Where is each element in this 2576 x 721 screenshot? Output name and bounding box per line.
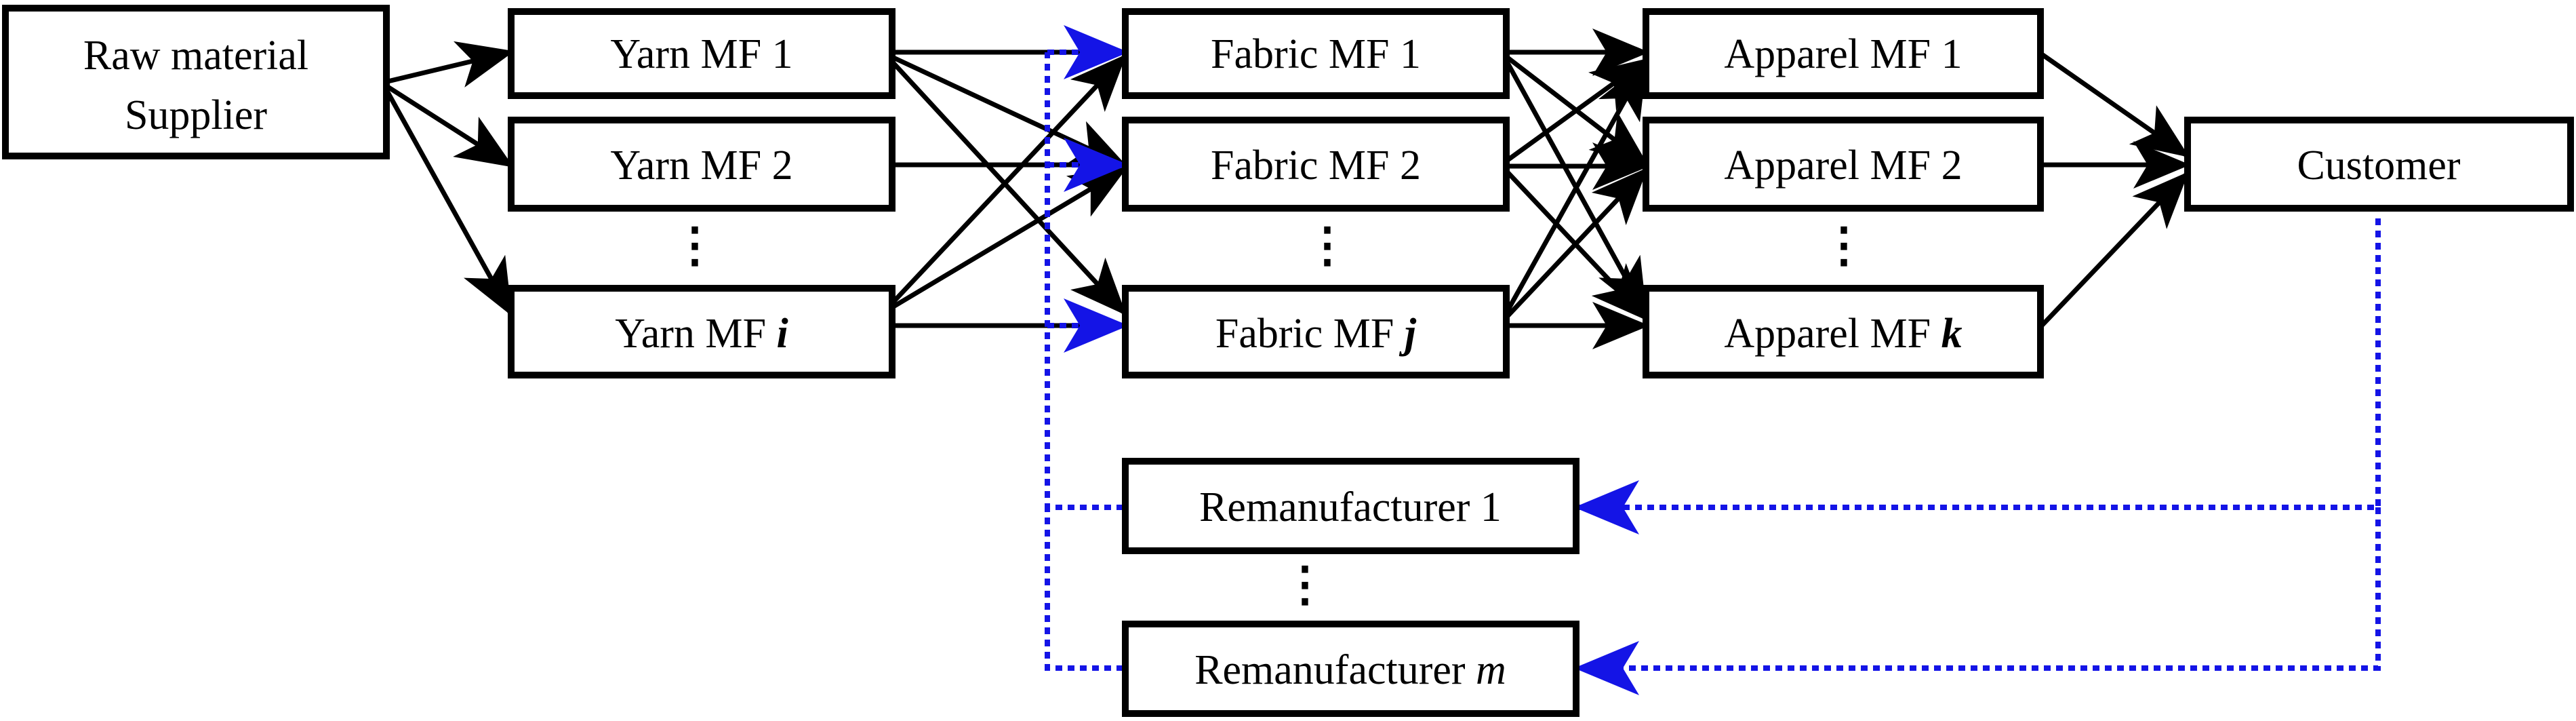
- node-fabric-mf-1: Fabric MF 1: [1122, 8, 1510, 99]
- edge-yarni-fabric2: [892, 167, 1128, 309]
- reman-m-label: Remanufacturer: [1194, 647, 1476, 693]
- edge-fabricj-apparel1: [1505, 60, 1647, 312]
- edge-yarn1-fabric2: [892, 55, 1128, 168]
- yarn-i-label: Yarn MF: [615, 311, 776, 357]
- fabric-1-label: Fabric MF 1: [1211, 31, 1421, 77]
- edge-reman1-fabric: [1045, 52, 1123, 510]
- edge-supplier-yarni: [385, 91, 512, 317]
- apparel-1-label: Apparel MF 1: [1724, 31, 1962, 77]
- customer-label: Customer: [2297, 142, 2460, 189]
- node-remanufacturer-m: Remanufacturer m: [1122, 621, 1579, 717]
- svg-text:Fabric MF 1: Fabric MF 1: [1211, 31, 1421, 77]
- apparel-k-label: Apparel MF: [1724, 311, 1941, 357]
- svg-text:Apparel MF k: Apparel MF k: [1724, 311, 1962, 357]
- yarn-i-var: i: [777, 311, 788, 357]
- edge-customer-reman1: [1574, 218, 2381, 534]
- fabric-ellipsis: ⋮: [1304, 220, 1351, 272]
- edge-fabricj-apparel2: [1506, 167, 1648, 318]
- svg-text:Fabric MF 2: Fabric MF 2: [1211, 142, 1421, 189]
- edge-apparelk-customer: [2040, 171, 2189, 328]
- node-apparel-mf-1: Apparel MF 1: [1643, 8, 2044, 99]
- node-yarn-mf-i: Yarn MF i: [508, 285, 895, 378]
- node-fabric-mf-2: Fabric MF 2: [1122, 117, 1510, 212]
- svg-text:Remanufacturer 1: Remanufacturer 1: [1199, 484, 1502, 530]
- svg-text:Fabric MF j: Fabric MF j: [1215, 311, 1417, 357]
- raw-supplier-line2: Supplier: [125, 92, 267, 138]
- node-yarn-mf-2: Yarn MF 2: [508, 117, 895, 212]
- edge-remanm-fabric: [1045, 507, 1123, 671]
- edge-supplier-yarn1: [387, 41, 515, 87]
- svg-text:Yarn MF 2: Yarn MF 2: [610, 142, 792, 189]
- svg-text:Yarn MF 1: Yarn MF 1: [610, 31, 792, 77]
- reman-ellipsis: ⋮: [1281, 559, 1329, 611]
- edge-yarn1-fabricj: [891, 61, 1127, 316]
- apparel-ellipsis: ⋮: [1820, 220, 1868, 272]
- fabric-2-label: Fabric MF 2: [1211, 142, 1421, 189]
- node-raw-supplier: Raw material Supplier: [2, 5, 390, 159]
- edge-yarni-fabric1: [891, 54, 1127, 304]
- edge-customer-remanm: [1574, 507, 2381, 695]
- node-apparel-mf-k: Apparel MF k: [1643, 285, 2044, 378]
- node-remanufacturer-1: Remanufacturer 1: [1122, 458, 1579, 554]
- svg-text:Remanufacturer m: Remanufacturer m: [1194, 647, 1506, 693]
- raw-supplier-line1: Raw material: [83, 33, 308, 79]
- apparel-2-label: Apparel MF 2: [1724, 142, 1962, 189]
- node-customer: Customer: [2184, 117, 2574, 212]
- edge-apparel1-customer: [2040, 52, 2190, 158]
- reman-1-label: Remanufacturer 1: [1199, 484, 1502, 530]
- node-fabric-mf-j: Fabric MF j: [1122, 285, 1510, 378]
- edge-supplier-yarn2: [386, 85, 514, 168]
- svg-text:Apparel MF 2: Apparel MF 2: [1724, 142, 1962, 189]
- fabric-j-label: Fabric MF: [1215, 311, 1405, 357]
- node-apparel-mf-2: Apparel MF 2: [1643, 117, 2044, 212]
- yarn-2-label: Yarn MF 2: [610, 142, 792, 189]
- svg-text:Apparel MF 1: Apparel MF 1: [1724, 31, 1962, 77]
- reman-m-var: m: [1476, 647, 1506, 693]
- yarn-ellipsis: ⋮: [671, 220, 719, 272]
- forward-flows: [385, 28, 2190, 349]
- svg-text:Yarn MF i: Yarn MF i: [615, 311, 788, 357]
- apparel-k-var: k: [1941, 311, 1963, 357]
- node-yarn-mf-1: Yarn MF 1: [508, 8, 895, 99]
- yarn-1-label: Yarn MF 1: [610, 31, 792, 77]
- reverse-flows: [1045, 25, 2381, 695]
